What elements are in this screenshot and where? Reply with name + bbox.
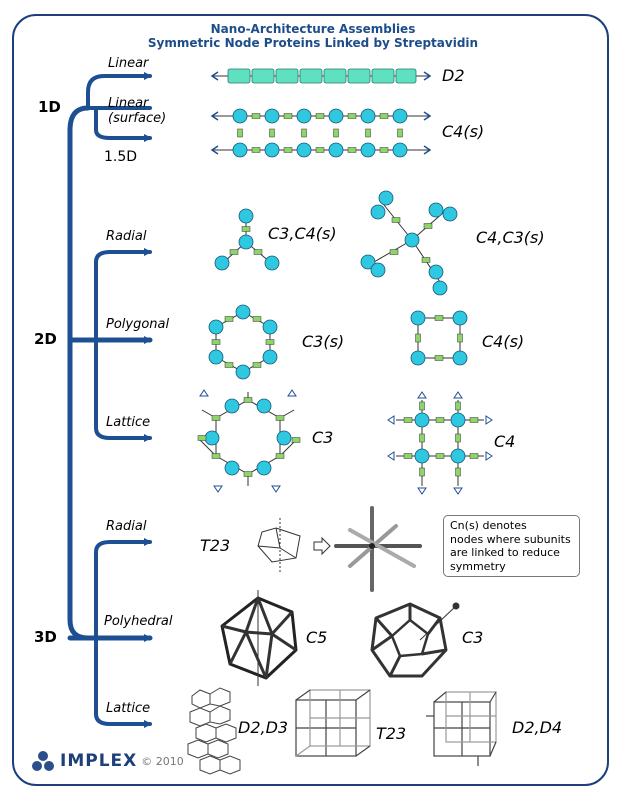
note-line-4: symmetry [450, 559, 506, 573]
dimension-1d: 1D [38, 98, 61, 116]
copyright-text: © 2010 [141, 754, 184, 768]
category-linear-surface-2: (surface) [108, 111, 167, 126]
lattice-3d-d2-d4 [426, 691, 497, 766]
symmetry-polygonal-a: C3(s) [302, 332, 345, 351]
symmetry-radial-a: C3,C4(s) [268, 224, 337, 243]
category-polyhedral: Polyhedral [104, 614, 173, 629]
polygon-hexagon-c3s [208, 304, 278, 380]
dimension-1-5d: 1.5D [104, 149, 138, 165]
symmetry-note: Cn(s) denotes nodes where subunits are l… [443, 515, 580, 577]
lattice-3d-d2-d3 [187, 687, 241, 775]
symmetry-lattice-3d-c: D2,D4 [512, 718, 563, 737]
symmetry-polyhedral-a: C5 [306, 628, 328, 647]
linear-chain-d2 [210, 68, 432, 84]
note-line-1: Cn(s) denotes [450, 519, 527, 532]
symmetry-linear-surface: C4(s) [442, 122, 485, 141]
title-line-2: Symmetric Node Proteins Linked by Strept… [147, 36, 479, 50]
dimension-2d: 2D [34, 330, 57, 348]
tetrahedron-t23 [257, 518, 301, 574]
note-line-3: are linked to reduce [450, 546, 560, 559]
tree-branches [67, 105, 153, 642]
sub-branches [86, 72, 152, 728]
note-line-2: nodes where subunits [450, 532, 571, 546]
symmetry-radial-b: C4,C3(s) [476, 228, 545, 247]
category-polygonal: Polygonal [106, 317, 170, 332]
category-radial-2d: Radial [106, 229, 147, 244]
category-linear-surface-1: Linear [108, 96, 149, 111]
symmetry-lattice-3d-b: T23 [376, 724, 407, 743]
lattice-hexagon-c3 [197, 389, 301, 493]
category-lattice-2d: Lattice [106, 415, 151, 430]
category-linear: Linear [108, 56, 149, 71]
category-lattice-3d: Lattice [106, 701, 151, 716]
symmetry-polygonal-b: C4(s) [482, 332, 525, 351]
implex-logo: IMPLEX © 2010 [30, 750, 184, 772]
symmetry-lattice-b: C4 [494, 432, 516, 451]
transform-arrow [313, 536, 331, 556]
logo-icon [32, 751, 54, 771]
symmetry-radial-3d: T23 [200, 536, 231, 555]
category-radial-3d: Radial [106, 519, 147, 534]
symmetry-polyhedral-b: C3 [462, 628, 484, 647]
polygon-square-c4s [410, 310, 468, 366]
lattice-square-c4 [387, 391, 493, 495]
dimension-3d: 3D [34, 628, 57, 646]
title-line-1: Nano-Architecture Assemblies [210, 22, 416, 36]
logo-name: IMPLEX [60, 751, 138, 771]
radial-c4-c3s [360, 190, 458, 296]
symmetry-linear: D2 [442, 66, 465, 85]
icosahedron-c5 [220, 590, 298, 686]
dodecahedron-c3 [370, 602, 460, 678]
radial-3d-cross [334, 506, 422, 592]
symmetry-lattice-3d-a: D2,D3 [238, 718, 289, 737]
symmetry-lattice-a: C3 [312, 428, 334, 447]
lattice-3d-t23 [295, 689, 371, 757]
ladder-c4s [210, 108, 432, 158]
diagram-frame [12, 14, 609, 786]
radial-c3-c4s [214, 208, 280, 271]
